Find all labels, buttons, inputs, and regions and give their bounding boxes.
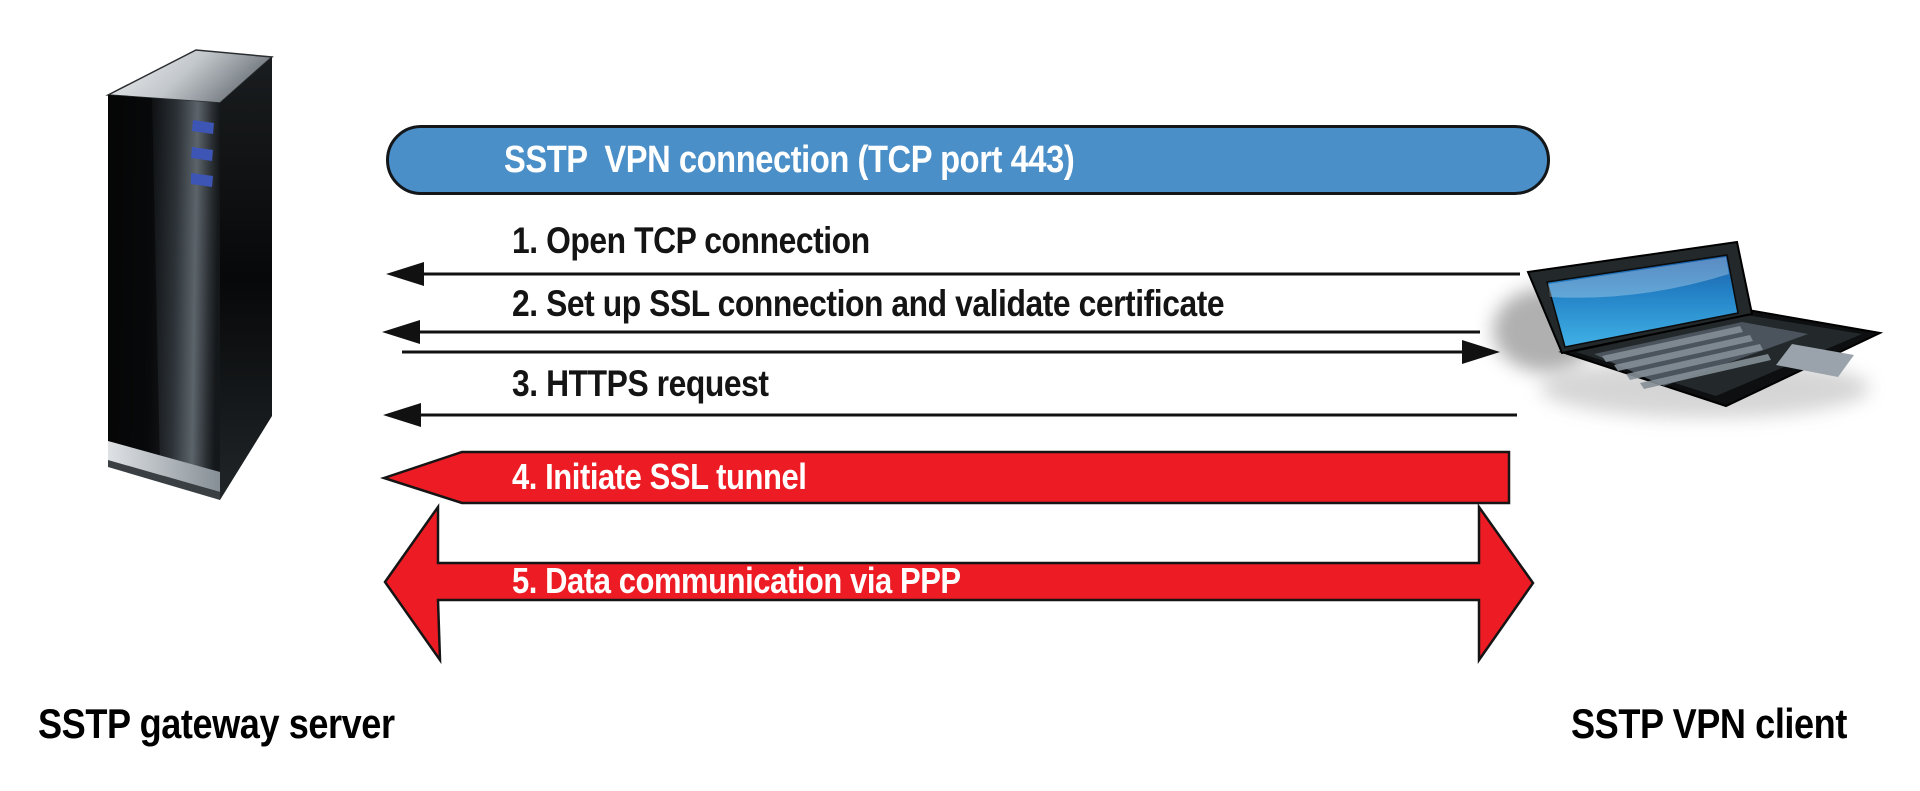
- arrowhead-left-icon: [382, 320, 420, 344]
- server-base-foot: [108, 460, 220, 500]
- laptop-touchpad: [1776, 344, 1854, 377]
- step-4-label: 4. Initiate SSL tunnel: [512, 456, 807, 497]
- step-5-label: 5. Data communication via PPP: [512, 560, 961, 601]
- laptop-icon: [1493, 240, 1884, 418]
- server-base-band: [108, 441, 220, 492]
- server-front-shade: [108, 95, 160, 468]
- step-1-label: 1. Open TCP connection: [512, 220, 870, 261]
- message-arrows: [382, 262, 1520, 427]
- arrow-ssl-setup-right: [402, 340, 1500, 364]
- arrow-ssl-setup-left: [382, 320, 1480, 344]
- step-2-label: 2. Set up SSL connection and validate ce…: [512, 283, 1225, 324]
- arrowhead-left-icon: [386, 262, 424, 286]
- laptop-screen: [1546, 254, 1739, 348]
- laptop-key-rows: [1602, 326, 1771, 389]
- step-3-label: 3. HTTPS request: [512, 363, 769, 404]
- red-double-arrow-ppp: [383, 503, 1535, 665]
- arrow-https-request: [383, 403, 1517, 427]
- vpn-connection-pill: [386, 125, 1550, 195]
- arrowhead-right-icon: [1462, 340, 1500, 364]
- server-led-lights: [191, 120, 214, 187]
- server-side-face: [220, 57, 272, 500]
- server-tower-icon: [105, 49, 274, 500]
- red-banner-initiate-ssl: [379, 450, 1511, 505]
- server-endpoint-label: SSTP gateway server: [38, 700, 395, 747]
- client-endpoint-label: SSTP VPN client: [1571, 700, 1847, 747]
- arrowhead-left-icon: [383, 403, 421, 427]
- vpn-connection-pill-label: SSTP VPN connection (TCP port 443): [504, 139, 1075, 181]
- arrow-open-tcp: [386, 262, 1520, 286]
- laptop-screen-gloss: [1548, 257, 1729, 298]
